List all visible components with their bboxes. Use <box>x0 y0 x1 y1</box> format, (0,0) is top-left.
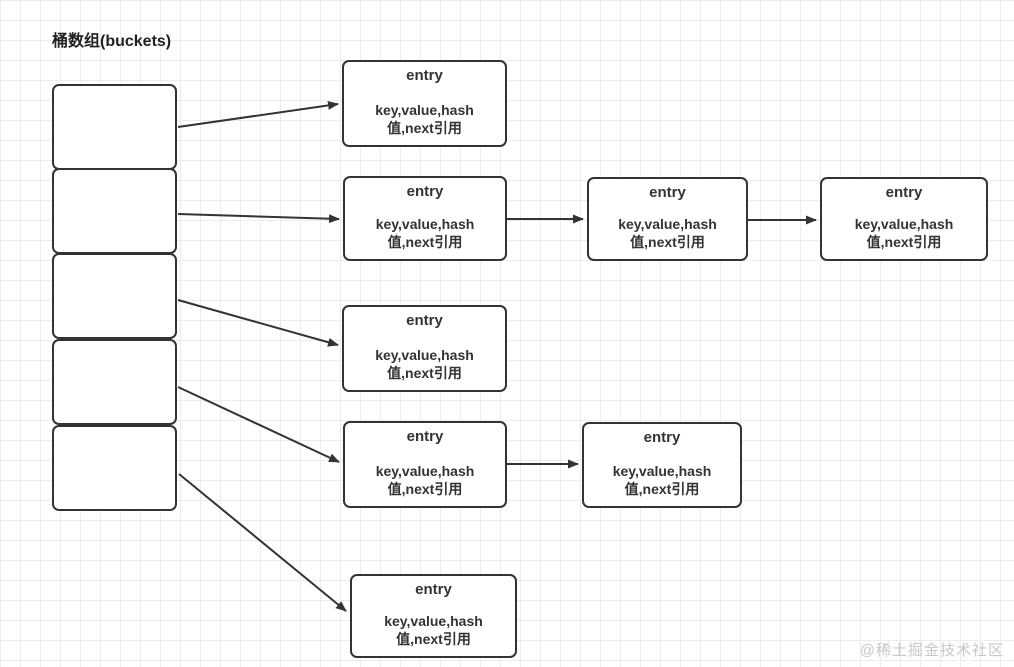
arrow-bucket3-to-entry <box>177 299 339 347</box>
entry-body: key,value,hash 值,next引用 <box>376 215 475 251</box>
entry-title: entry <box>406 67 443 84</box>
entry-body-line2: 值,next引用 <box>387 233 463 250</box>
entry-body-line1: key,value,hash <box>375 346 474 363</box>
entry-body: key,value,hash 值,next引用 <box>375 101 474 137</box>
entry-body: key,value,hash 值,next引用 <box>618 215 717 251</box>
entry-body-line1: key,value,hash <box>854 215 954 232</box>
arrow-bucket2-to-entry <box>177 213 340 224</box>
entry-body-line2: 值,next引用 <box>387 119 462 136</box>
arrow-bucket5-to-entry <box>178 473 347 612</box>
entry-body-line2: 值,next引用 <box>387 364 462 381</box>
entry-body: key,value,hash 值,next引用 <box>613 462 712 498</box>
entry-body-line2: 值,next引用 <box>396 630 471 647</box>
entry-title: entry <box>885 184 923 201</box>
entry-node-row2-3: entry key,value,hash 值,next引用 <box>820 177 988 261</box>
entry-body-line1: key,value,hash <box>612 462 712 479</box>
entry-body-line2: 值,next引用 <box>387 480 463 497</box>
entry-body: key,value,hash 值,next引用 <box>376 462 475 498</box>
bucket-cell-2 <box>52 168 177 254</box>
watermark: @稀土掘金技术社区 <box>859 642 1004 659</box>
entry-body-line2: 值,next引用 <box>866 233 942 250</box>
bucket-cell-3 <box>52 253 177 339</box>
diagram-title: 桶数组(buckets) <box>52 33 172 50</box>
bucket-cell-5 <box>52 425 177 511</box>
entry-node-row2-2: entry key,value,hash 值,next引用 <box>587 177 748 261</box>
entry-node-row5: entry key,value,hash 值,next引用 <box>350 574 517 658</box>
entry-body-line1: key,value,hash <box>375 101 474 118</box>
entry-body: key,value,hash 值,next引用 <box>384 612 483 648</box>
entry-node-row3: entry key,value,hash 值,next引用 <box>342 305 507 392</box>
arrow-bucket4-to-entry <box>177 386 340 463</box>
entry-title: entry <box>643 429 681 446</box>
entry-title: entry <box>406 183 444 200</box>
entry-title: entry <box>649 184 686 201</box>
entry-body-line1: key,value,hash <box>375 215 475 232</box>
entry-body-line1: key,value,hash <box>384 612 483 629</box>
entry-body-line2: 值,next引用 <box>624 480 700 497</box>
entry-title: entry <box>415 581 452 598</box>
entry-node-row4-2: entry key,value,hash 值,next引用 <box>582 422 742 508</box>
bucket-cell-1 <box>52 84 177 170</box>
bucket-cell-4 <box>52 339 177 425</box>
entry-body-line1: key,value,hash <box>618 215 717 232</box>
entry-body: key,value,hash 值,next引用 <box>855 215 954 251</box>
entry-body-line2: 值,next引用 <box>630 233 705 250</box>
entry-title: entry <box>406 428 444 445</box>
entry-node-row4-1: entry key,value,hash 值,next引用 <box>343 421 507 508</box>
arrow-bucket1-to-entry <box>177 100 339 128</box>
entry-title: entry <box>406 312 443 329</box>
entry-body: key,value,hash 值,next引用 <box>375 346 474 382</box>
entry-body-line1: key,value,hash <box>375 462 475 479</box>
entry-node-row1: entry key,value,hash 值,next引用 <box>342 60 507 147</box>
entry-node-row2-1: entry key,value,hash 值,next引用 <box>343 176 507 261</box>
